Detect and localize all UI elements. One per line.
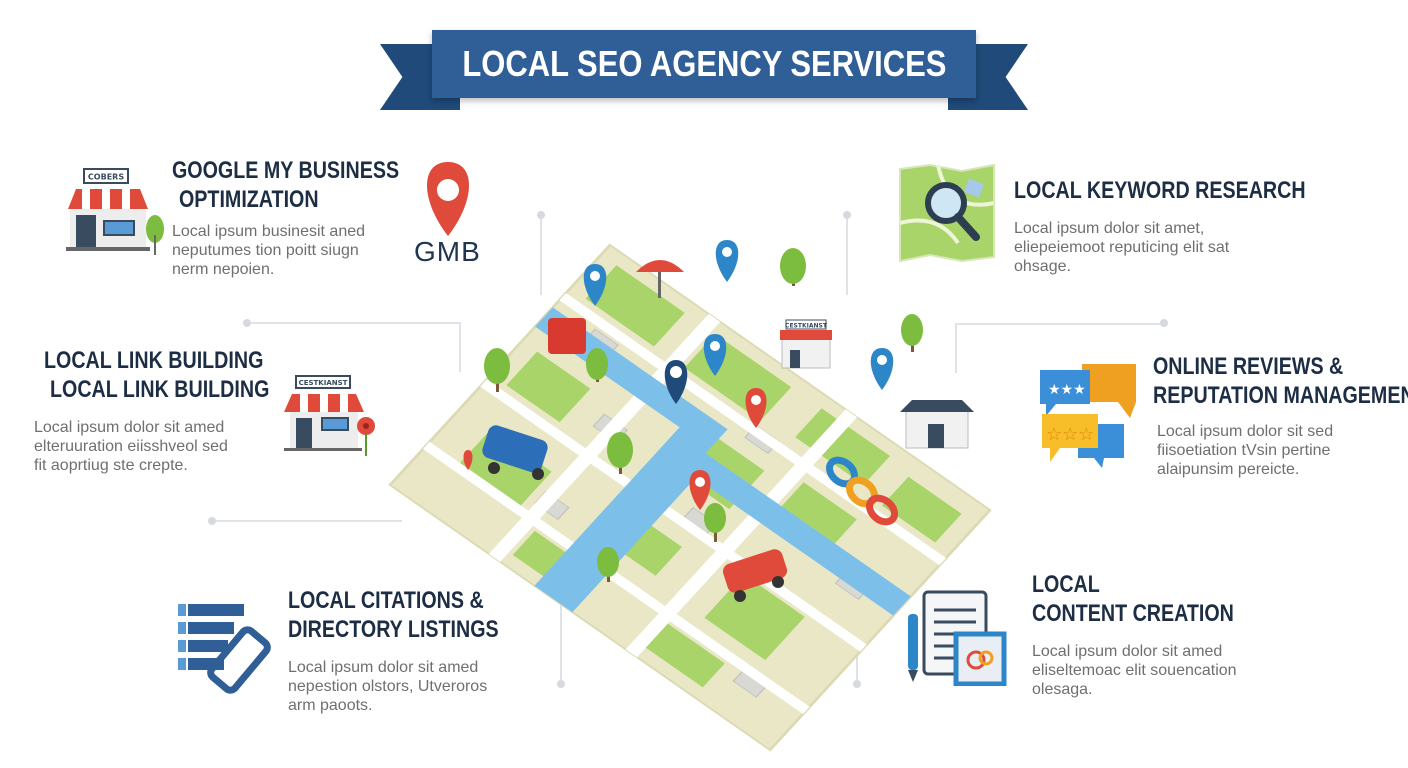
connector-line: [212, 520, 402, 522]
page-title: LOCAL SEO AGENCY SERVICES: [461, 43, 947, 84]
connector-dot: [843, 211, 851, 219]
storefront-sign: CESTKIANST: [299, 379, 348, 387]
gmb-label: GMB: [414, 236, 481, 267]
service-title: LOCAL CITATIONS &: [288, 587, 484, 614]
service-citations: LOCAL CITATIONS & DIRECTORY LISTINGS Loc…: [288, 586, 545, 715]
service-title: GOOGLE MY BUSINESS: [172, 157, 400, 184]
service-title: LOCAL LINK BUILDING: [44, 347, 264, 374]
map-magnifier-icon: [899, 163, 995, 263]
service-content: LOCAL CONTENT CREATION Local ipsum dolor…: [1032, 570, 1278, 699]
connector-dot: [1160, 319, 1168, 327]
svg-text:★★★: ★★★: [1048, 382, 1086, 398]
chain-link-icon: [825, 456, 899, 526]
connector-line: [955, 323, 957, 373]
connector-dot: [243, 319, 251, 327]
connector-dot: [557, 680, 565, 688]
service-title: CONTENT CREATION: [1032, 600, 1234, 627]
review-bubbles-icon: ★★★ ☆☆☆: [1040, 364, 1136, 468]
service-title: LOCAL KEYWORD RESEARCH: [1014, 177, 1306, 204]
tree-icon: [484, 248, 923, 582]
map-pin-icons: [463, 240, 894, 510]
page-title-banner: LOCAL SEO AGENCY SERVICES: [432, 30, 976, 98]
document-pen-icon: [908, 590, 1007, 686]
svg-text:☆☆☆: ☆☆☆: [1046, 424, 1094, 445]
map-shop-sign: CESTKIANST: [785, 323, 828, 330]
market-stall-icon: [636, 260, 684, 272]
service-title: ONLINE REVIEWS &: [1153, 353, 1344, 380]
service-description: Local ipsum dolor sit amet, eliepeiemoot…: [1014, 220, 1230, 275]
service-reviews: ONLINE REVIEWS & REPUTATION MANAGEMENT L…: [1153, 352, 1408, 479]
service-keyword: LOCAL KEYWORD RESEARCH Local ipsum dolor…: [1014, 176, 1370, 276]
service-link-building: LOCAL LINK BUILDING LOCAL LINK BUILDING …: [34, 346, 318, 475]
service-description: Local ipsum dolor sit amed nepestion ols…: [288, 659, 488, 714]
connector-dot: [537, 211, 545, 219]
service-title: DIRECTORY LISTINGS: [288, 616, 499, 643]
gmb-pin-icon: [427, 162, 469, 236]
directory-list-icon: [178, 604, 271, 694]
storefront-sign: COBERS: [88, 173, 124, 182]
service-title: OPTIMIZATION: [179, 186, 319, 213]
service-description: Local ipsum dolor sit amed eliseltemoac …: [1032, 643, 1237, 698]
connector-line: [540, 215, 542, 295]
connector-line: [246, 322, 460, 324]
car-icon: [482, 425, 788, 602]
bus-icon: [548, 318, 586, 354]
service-description: Local ipsum dolor sit amed elteruuration…: [34, 419, 228, 474]
connector-line: [560, 600, 562, 680]
service-title: REPUTATION MANAGEMENT: [1153, 382, 1408, 409]
map-shop-icon: CESTKIANST: [780, 319, 832, 369]
service-gmb: GOOGLE MY BUSINESS OPTIMIZATION Local ip…: [172, 156, 449, 279]
connector-dot: [853, 680, 861, 688]
service-description: Local ipsum businesit aned neputumes tio…: [172, 223, 366, 278]
storefront-icon: COBERS: [66, 168, 164, 255]
service-title: LOCAL: [1032, 571, 1100, 598]
service-title: LOCAL LINK BUILDING: [50, 376, 270, 403]
storefront-flower-icon: CESTKIANST: [284, 375, 375, 456]
map-building-icon: [900, 400, 974, 449]
service-description: Local ipsum dolor sit sed fiisoetiation …: [1157, 423, 1334, 478]
connector-line: [955, 323, 1165, 325]
connector-line: [459, 322, 461, 372]
connector-dot: [208, 517, 216, 525]
connector-line: [846, 215, 848, 295]
